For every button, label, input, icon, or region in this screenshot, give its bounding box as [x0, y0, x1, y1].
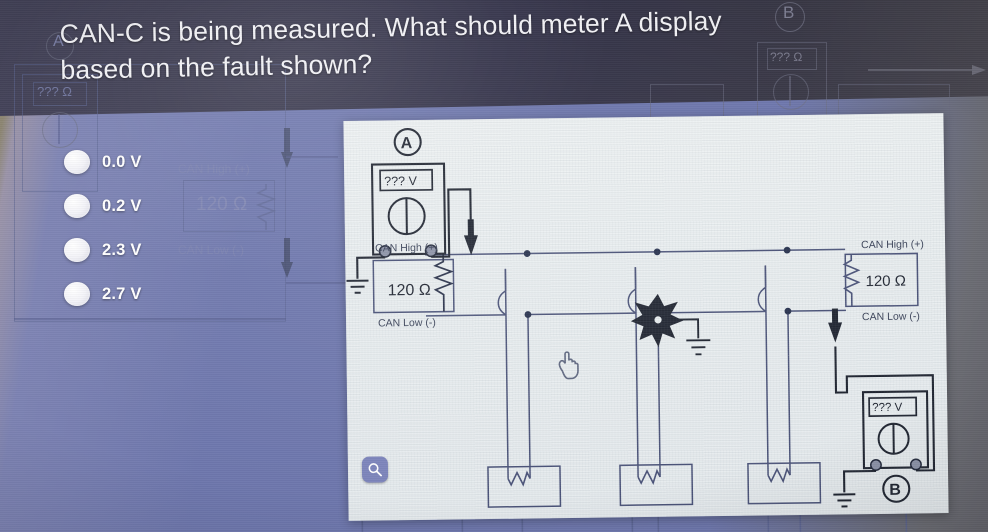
- radio-button-3[interactable]: [64, 282, 90, 306]
- magnifier-icon: [368, 463, 382, 477]
- ghost-bus-high: [286, 156, 338, 158]
- module-boxes: [487, 461, 822, 508]
- answer-option-1[interactable]: 0.2 V: [64, 184, 142, 228]
- can-low-label-right: CAN Low (-): [862, 310, 920, 323]
- ghost-dial-bar: [58, 114, 60, 144]
- resistor-right-icon: [842, 254, 861, 307]
- meter-a-designator-text: A: [401, 135, 413, 152]
- probe-can-low-right-icon: [828, 308, 843, 343]
- hand-pointer-icon: [558, 351, 579, 380]
- zoom-magnifier-button[interactable]: [361, 456, 389, 483]
- ghost-resistance-label: 120 Ω: [196, 194, 248, 215]
- resistor-left-icon: [433, 253, 454, 312]
- ghost-can-low-label: CAN Low (-): [178, 243, 245, 257]
- meter-a-designator-icon: [393, 128, 422, 157]
- ghost-terminator-box: [183, 180, 275, 232]
- ghost-probe-high-icon: [281, 128, 293, 168]
- meter-b-designator-text: B: [889, 482, 901, 499]
- ghost-wire-left-bottom: [14, 318, 286, 320]
- answer-options-list[interactable]: 0.0 V 0.2 V 2.3 V 2.7 V: [64, 140, 142, 316]
- resistance-label-left: 120 Ω: [388, 282, 431, 300]
- probe-can-high-left-icon: [463, 219, 478, 256]
- answer-label-0: 0.0 V: [102, 152, 142, 171]
- meter-b-terminals: [870, 458, 922, 471]
- can-high-label-left: CAN High (+): [375, 242, 438, 255]
- radio-button-0[interactable]: [64, 150, 90, 174]
- answer-option-2[interactable]: 2.3 V: [64, 228, 142, 272]
- radio-button-2[interactable]: [64, 238, 90, 262]
- answer-label-2: 2.3 V: [102, 240, 142, 259]
- ghost-bus-low: [286, 282, 346, 284]
- can-low-label-left: CAN Low (-): [378, 317, 436, 330]
- answer-option-3[interactable]: 2.7 V: [64, 272, 142, 316]
- radio-button-1[interactable]: [64, 194, 90, 218]
- ghost-can-high-label: CAN High (+): [178, 162, 250, 176]
- meter-a-dial-icon: [387, 197, 426, 236]
- fault-ground-symbol-icon: [686, 339, 711, 356]
- answer-label-1: 0.2 V: [102, 196, 142, 215]
- can-high-label-right: CAN High (+): [861, 238, 924, 251]
- resistance-label-right: 120 Ω: [865, 273, 906, 291]
- meter-b-display-text: ??? V: [872, 402, 903, 414]
- fault-starburst-icon: [630, 293, 684, 348]
- answer-label-3: 2.7 V: [102, 284, 142, 303]
- fault-ground-wire: [672, 318, 700, 339]
- meter-a-terminals: [378, 244, 438, 258]
- ground-symbol-right-icon: [833, 493, 856, 508]
- circuit-schematic: ??? V A: [346, 128, 936, 508]
- ghost-probe-low-icon: [281, 238, 293, 278]
- meter-a-display-text: ??? V: [384, 174, 418, 188]
- answer-option-0[interactable]: 0.0 V: [64, 140, 142, 184]
- ghost-resistor-icon: [256, 184, 276, 230]
- circuit-diagram-panel: ??? V A: [343, 113, 949, 521]
- meter-b-dial-icon: [877, 422, 910, 455]
- module-resistor-icons: [507, 467, 791, 487]
- ground-symbol-left-icon: [346, 279, 369, 294]
